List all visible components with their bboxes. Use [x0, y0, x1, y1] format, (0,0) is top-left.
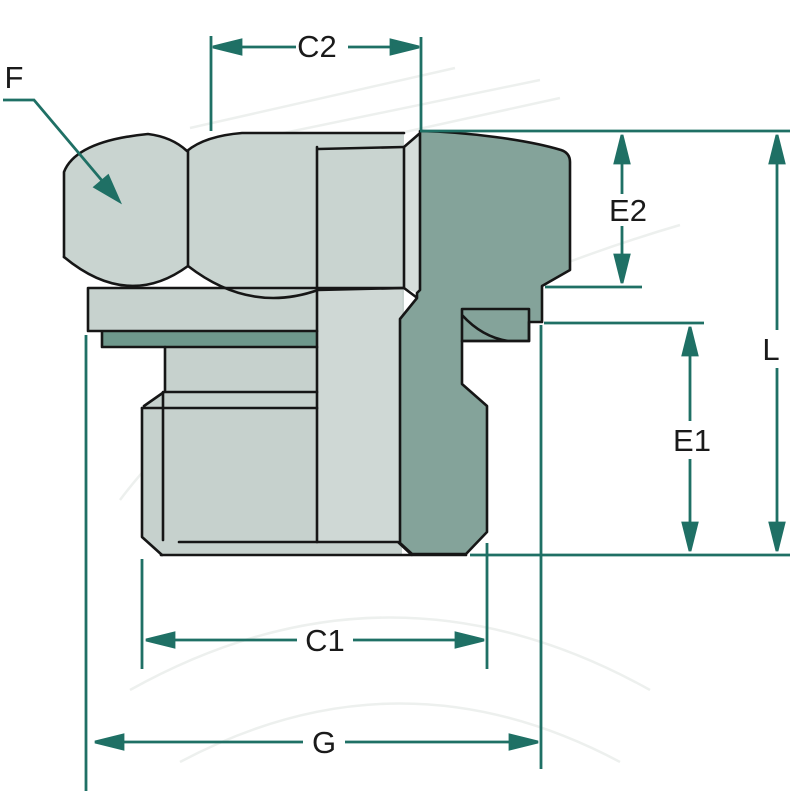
dimension-label-l: L — [762, 332, 779, 367]
dimension-label-f: F — [5, 60, 24, 95]
part-cut-chamfer-strip — [404, 134, 420, 293]
part-oring-groove-tab — [462, 309, 529, 341]
arrowhead-left-icon — [145, 631, 176, 649]
dimension-e1 — [681, 326, 699, 552]
arrowhead-up-icon — [613, 134, 631, 165]
dimension-e2 — [613, 134, 631, 284]
dimension-c2 — [212, 38, 420, 56]
dimension-g — [94, 733, 539, 751]
dimension-system — [3, 36, 790, 791]
arrowhead-right-icon — [389, 38, 420, 56]
arrowhead-up-icon — [681, 326, 699, 357]
arrowhead-right-icon — [454, 631, 485, 649]
arrowhead-up-icon — [768, 134, 786, 165]
arrowhead-leader-icon — [92, 173, 123, 205]
arrowhead-down-icon — [681, 521, 699, 552]
dimension-label-e2: E2 — [609, 193, 647, 228]
arrowhead-left-icon — [94, 733, 125, 751]
dimension-l — [768, 134, 786, 552]
arrowhead-down-icon — [768, 521, 786, 552]
dimension-label-e1: E1 — [673, 423, 711, 458]
dimension-labels: C2 F E2 L E1 C1 G — [5, 29, 780, 760]
extension-lines — [84, 36, 790, 791]
leader-f — [3, 98, 123, 205]
fitting-part — [64, 131, 570, 556]
dimension-label-g: G — [312, 725, 336, 760]
part-section-cut-face — [400, 131, 570, 554]
part-edge-lines — [62, 129, 572, 557]
arrowhead-right-icon — [508, 733, 539, 751]
arrowhead-left-icon — [212, 38, 243, 56]
dimension-c1 — [145, 631, 485, 649]
dimension-label-c1: C1 — [305, 623, 345, 658]
part-bore-face — [317, 288, 402, 543]
part-hex-head-face — [64, 133, 404, 298]
dimension-label-c2: C2 — [297, 29, 337, 64]
part-seal-band — [102, 331, 317, 347]
arrowhead-down-icon — [613, 253, 631, 284]
